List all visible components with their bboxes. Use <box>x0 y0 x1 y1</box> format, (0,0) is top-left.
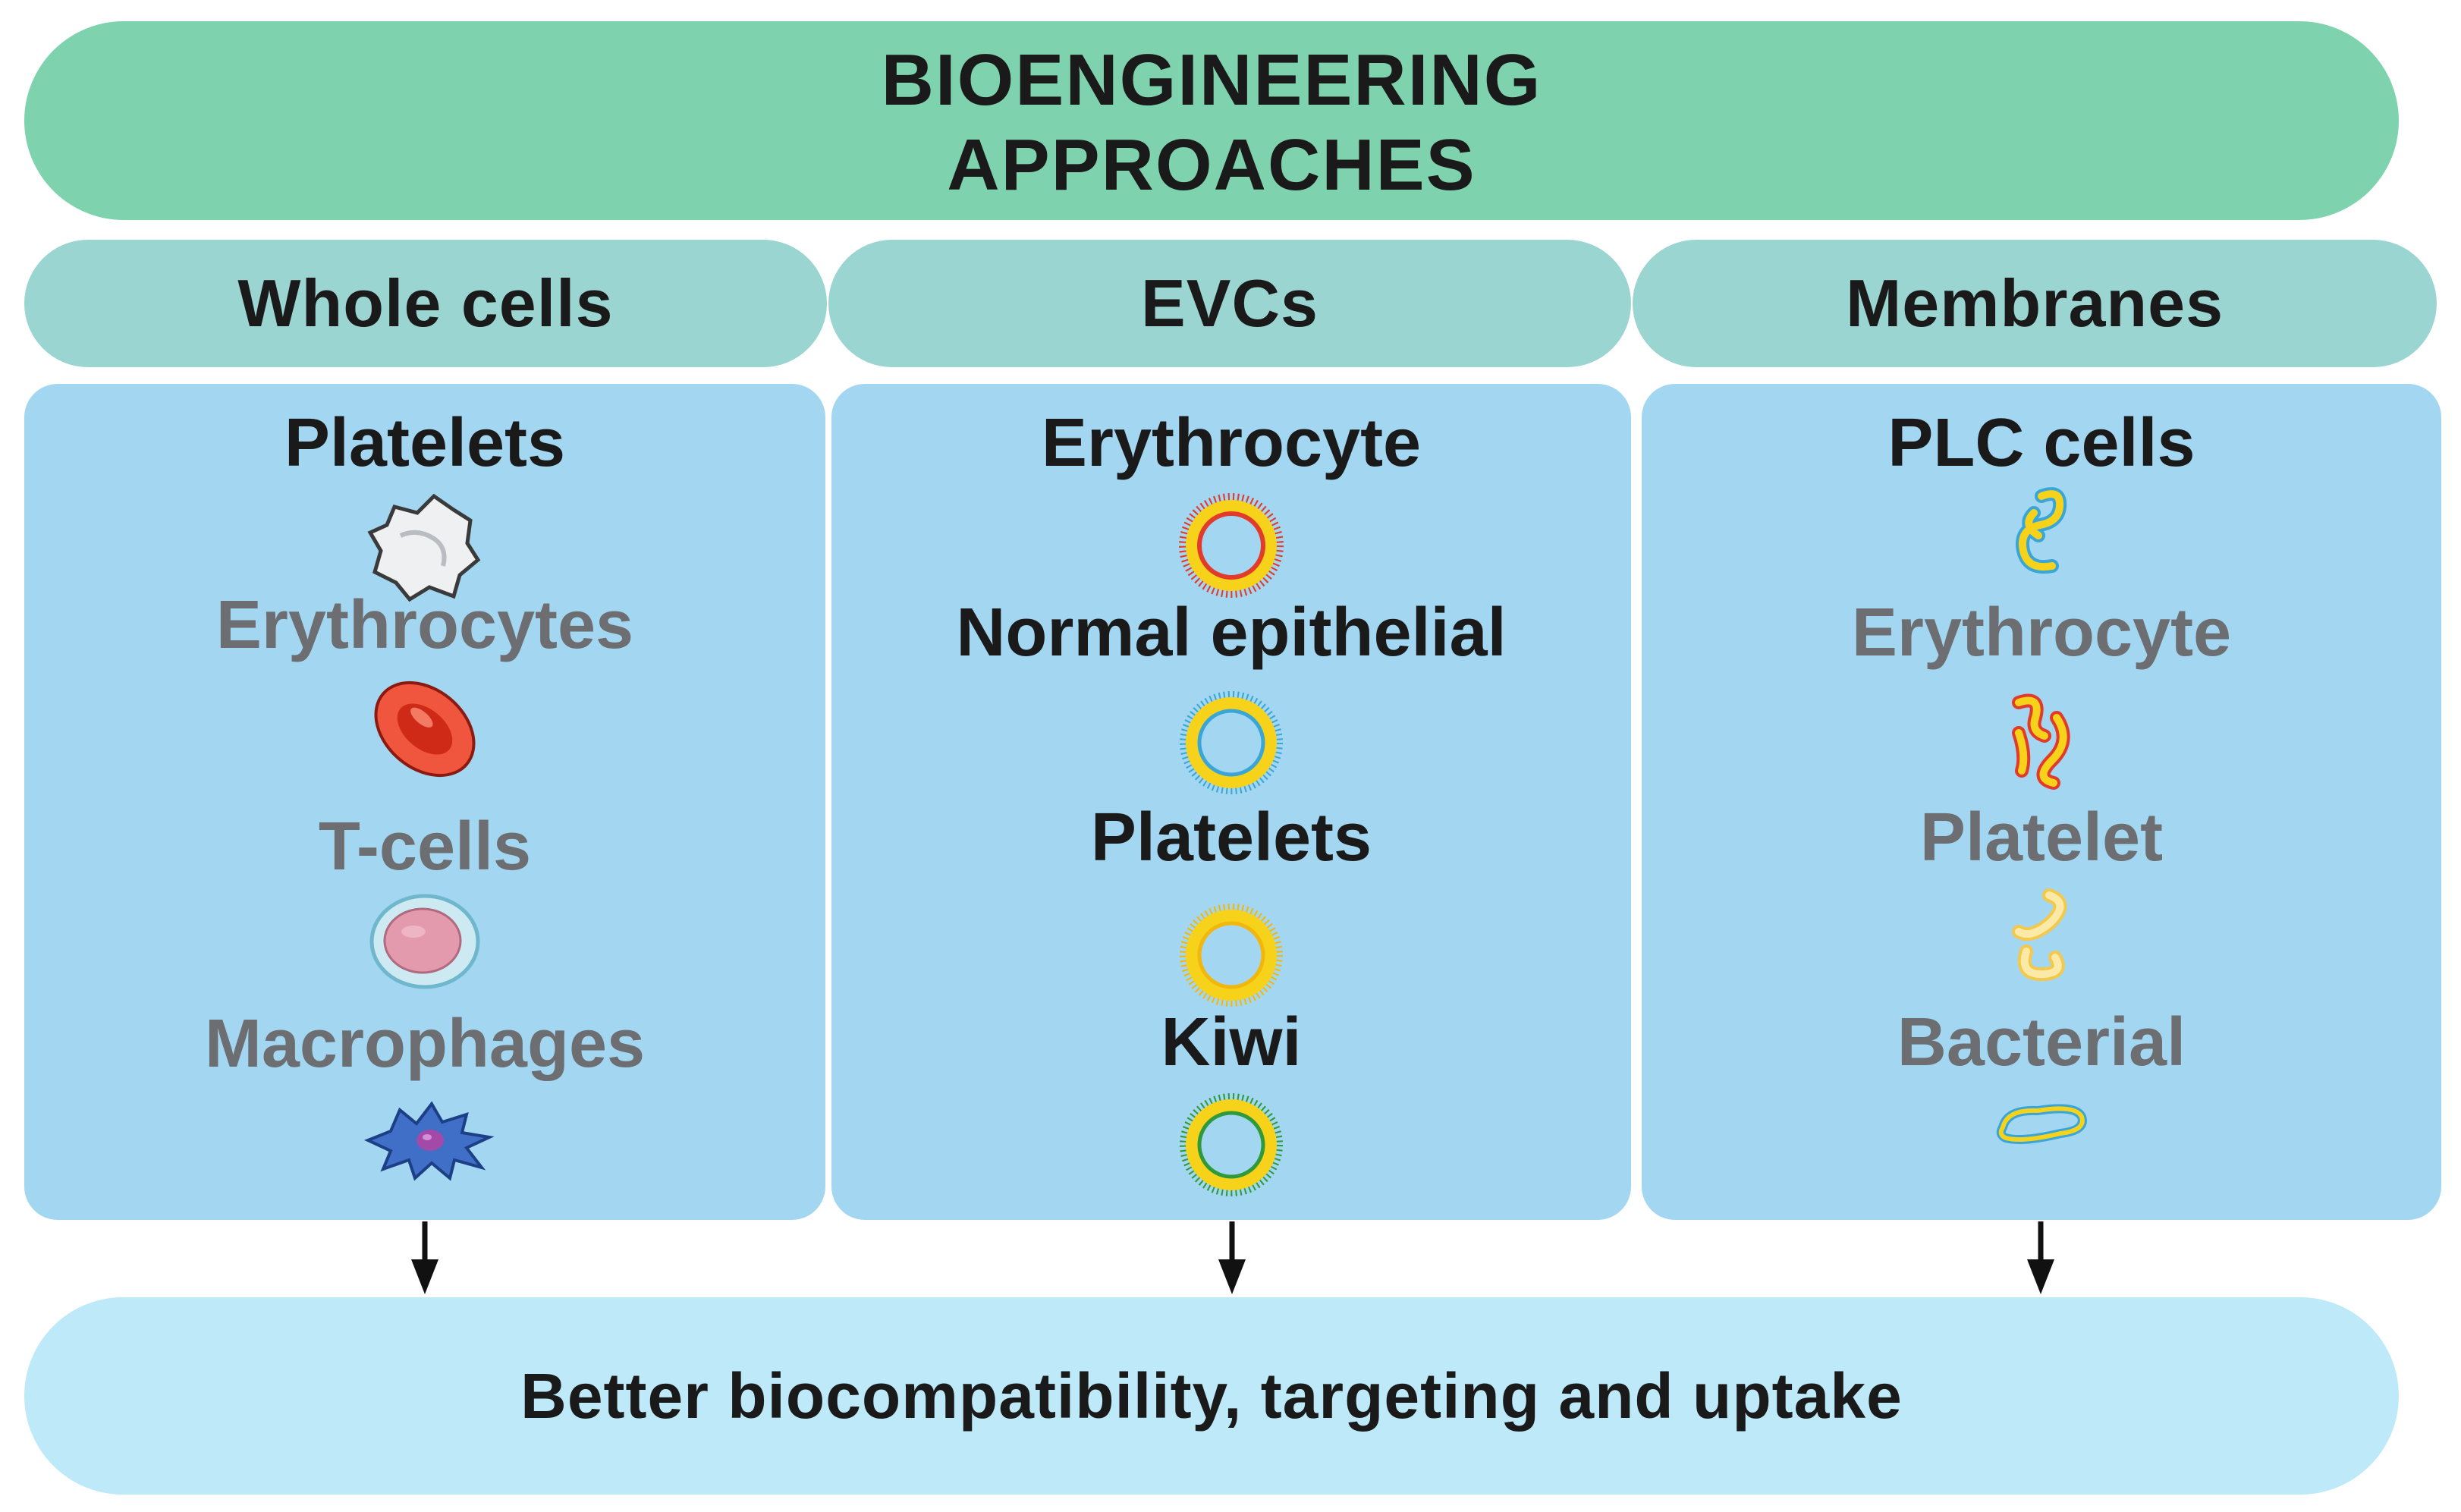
membranes-panel: PLC cells Erythrocyte Platelet Bacterial <box>1642 384 2441 1220</box>
whole-cells-panel: Platelets Erythrocytes T-cells Macrophag… <box>24 384 825 1220</box>
erythrocyte-icon <box>374 681 476 778</box>
item-label-erythrocyte-membrane: Erythrocyte <box>1851 595 2232 671</box>
outcome-banner: Better biocompatibility, targeting and u… <box>24 1297 2399 1495</box>
title-banner: BIOENGINEERING APPROACHES <box>24 21 2399 220</box>
item-label-kiwi: Kiwi <box>1161 1004 1302 1080</box>
item-label-erythrocyte-evc: Erythrocyte <box>1041 405 1422 481</box>
evcs-panel: Erythrocyte Normal epithelial Platelets … <box>831 384 1631 1220</box>
item-label-platelets-evc: Platelets <box>1090 800 1372 875</box>
platelet-icon <box>367 493 481 602</box>
column-header-evcs: EVCs <box>828 240 1631 367</box>
item-label-plc-cells: PLC cells <box>1887 405 2195 481</box>
arrow-down-icon <box>2027 1221 2054 1294</box>
item-label-t-cells: T-cells <box>318 809 532 885</box>
bacterial-membrane-icon <box>1996 1104 2087 1144</box>
item-label-platelets: Platelets <box>284 405 566 481</box>
erythrocyte-vesicle-icon <box>1179 493 1284 598</box>
column-header-whole-cells: Whole cells <box>24 240 827 367</box>
item-label-normal-epithelial: Normal epithelial <box>956 595 1507 671</box>
item-label-macrophages: Macrophages <box>204 1006 646 1082</box>
item-label-platelet-membrane: Platelet <box>1919 800 2164 875</box>
t-cell-icon <box>369 894 480 989</box>
kiwi-vesicle-icon <box>1180 1093 1283 1196</box>
epithelial-vesicle-icon <box>1180 691 1283 794</box>
platelet-membrane-icon <box>2012 888 2067 982</box>
platelet-vesicle-icon <box>1180 904 1283 1007</box>
item-label-erythrocytes: Erythrocytes <box>215 587 634 663</box>
column-header-membranes: Membranes <box>1633 240 2437 367</box>
plc-membrane-icon <box>2016 487 2067 574</box>
arrow-down-icon <box>411 1221 438 1294</box>
erythrocyte-membrane-icon <box>2012 693 2070 790</box>
item-label-bacterial: Bacterial <box>1897 1004 2186 1080</box>
macrophage-icon <box>363 1101 495 1181</box>
arrow-down-icon <box>1218 1221 1246 1294</box>
